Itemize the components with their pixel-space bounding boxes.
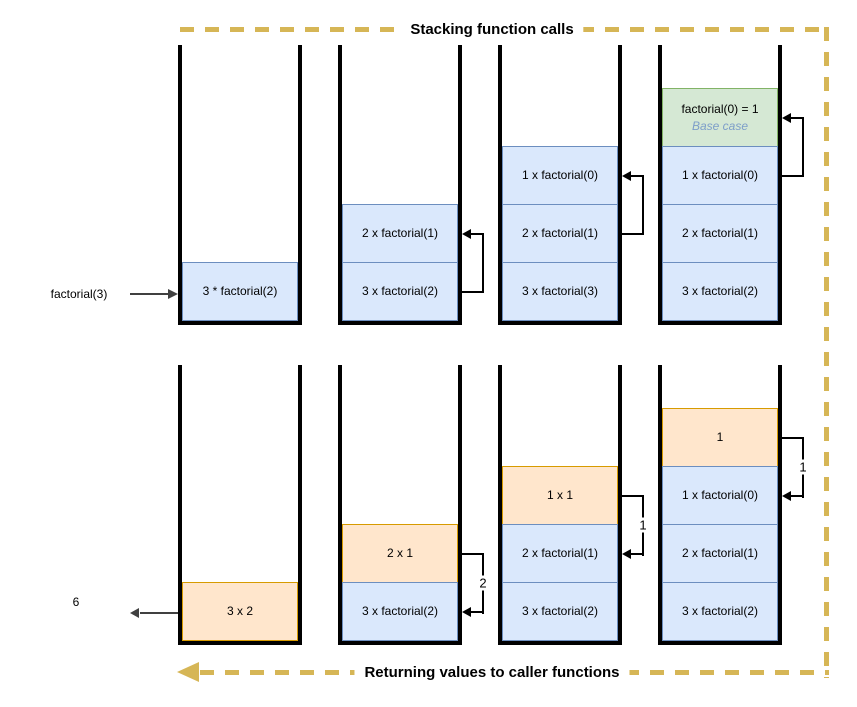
stack-call-4: factorial(0) = 1 Base case 1 x factorial… bbox=[658, 45, 782, 325]
returning-title: Returning values to caller functions bbox=[354, 664, 630, 681]
stack-frame: 2 x factorial(1) bbox=[662, 524, 778, 583]
stack-call-3: 1 x factorial(0) 2 x factorial(1) 3 x fa… bbox=[498, 45, 622, 325]
frame-text: factorial(0) = 1 bbox=[681, 101, 759, 116]
final-result-label: 6 bbox=[72, 595, 80, 609]
stack-frame: 2 x factorial(1) bbox=[342, 204, 458, 263]
stack-call-2: 2 x factorial(1) 3 x factorial(2) bbox=[338, 45, 462, 325]
call-arrow-icon bbox=[462, 229, 471, 239]
stack-frame: 3 x factorial(3) bbox=[502, 262, 618, 321]
stack-frame: 1 x factorial(0) bbox=[662, 466, 778, 525]
stack-frame: 2 x factorial(1) bbox=[502, 524, 618, 583]
return-arrow-icon bbox=[462, 607, 471, 617]
stack-return-4: 1 1 x factorial(0) 2 x factorial(1) 3 x … bbox=[658, 365, 782, 645]
caller-arrow-icon bbox=[168, 289, 178, 299]
caller-label: factorial(3) bbox=[50, 287, 108, 301]
stack-frame: 3 x factorial(2) bbox=[342, 582, 458, 641]
return-value-label: 1 bbox=[637, 517, 649, 533]
result-arrow-line bbox=[140, 612, 178, 614]
stack-frame: 1 x factorial(0) bbox=[662, 146, 778, 205]
stack-frame: 2 x factorial(1) bbox=[502, 204, 618, 263]
base-case-note: Base case bbox=[691, 118, 749, 133]
call-arrow-icon bbox=[622, 171, 631, 181]
return-value-label: 1 bbox=[797, 459, 809, 475]
stack-frame: 2 x factorial(1) bbox=[662, 204, 778, 263]
stack-frame-base-case: factorial(0) = 1 Base case bbox=[662, 88, 778, 147]
stack-frame-result: 1 x 1 bbox=[502, 466, 618, 525]
stack-frame: 3 x factorial(2) bbox=[662, 582, 778, 641]
stack-frame-result: 3 x 2 bbox=[182, 582, 298, 641]
stack-return-1: 3 x 2 bbox=[178, 365, 302, 645]
stack-return-2: 2 x 1 3 x factorial(2) bbox=[338, 365, 462, 645]
call-arrow-icon bbox=[782, 113, 791, 123]
return-value-label: 2 bbox=[477, 575, 489, 591]
caller-arrow-line bbox=[130, 293, 168, 295]
flow-line-right bbox=[824, 27, 829, 678]
stack-frame: 1 x factorial(0) bbox=[502, 146, 618, 205]
stack-frame-result: 1 bbox=[662, 408, 778, 467]
stack-frame: 3 * factorial(2) bbox=[182, 262, 298, 321]
return-arrow-icon bbox=[782, 491, 791, 501]
return-arrow-icon bbox=[622, 549, 631, 559]
stacking-title: Stacking function calls bbox=[400, 21, 584, 38]
stack-return-3: 1 x 1 2 x factorial(1) 3 x factorial(2) bbox=[498, 365, 622, 645]
stack-frame-result: 2 x 1 bbox=[342, 524, 458, 583]
flow-arrowhead-icon bbox=[177, 662, 199, 682]
result-arrow-icon bbox=[130, 608, 139, 618]
stack-frame: 3 x factorial(2) bbox=[502, 582, 618, 641]
stack-call-1: 3 * factorial(2) bbox=[178, 45, 302, 325]
stack-frame: 3 x factorial(2) bbox=[342, 262, 458, 321]
stack-frame: 3 x factorial(2) bbox=[662, 262, 778, 321]
